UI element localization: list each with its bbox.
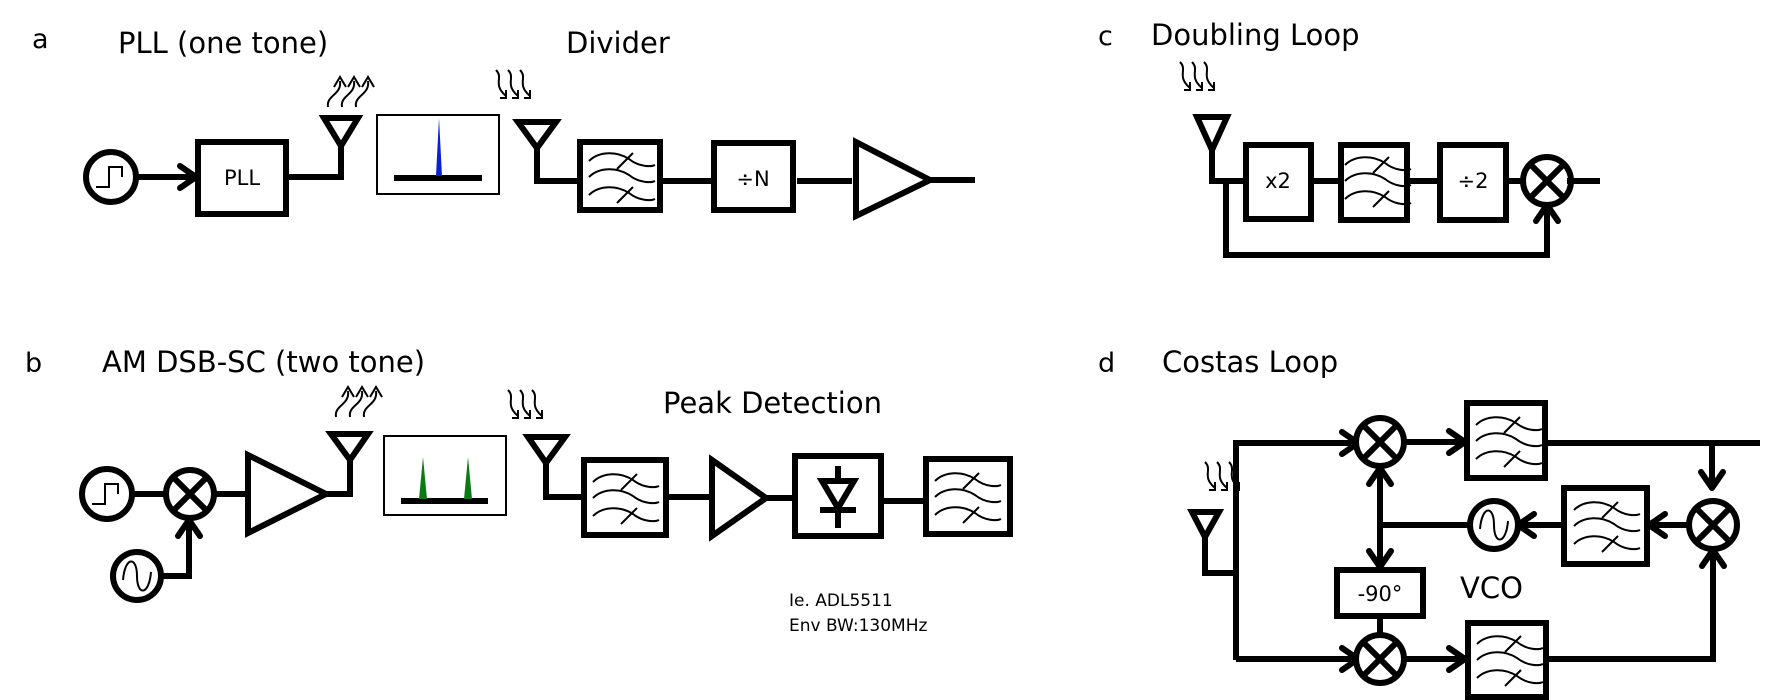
wire [1202, 537, 1236, 576]
antenna-icon [318, 115, 364, 152]
receive-waves-icon [507, 389, 543, 419]
panel-d-label: d [1098, 348, 1115, 379]
receive-waves-icon [1179, 61, 1215, 91]
panel-c-label: c [1098, 21, 1113, 52]
wire [326, 456, 353, 497]
wire [534, 148, 580, 184]
divide-by-two-block [1437, 142, 1509, 223]
wire [1236, 429, 1361, 457]
mixer-icon [166, 470, 214, 518]
wire [1515, 511, 1564, 539]
pll-block [195, 139, 289, 217]
panel-b-title: AM DSB-SC (two tone) [102, 345, 425, 379]
lowpass-filter-i-block [1464, 400, 1548, 481]
antenna-icon [1192, 114, 1232, 158]
amplifier-icon [245, 450, 333, 538]
lowpass-filter-block [923, 456, 1013, 537]
sine-wave-source-icon [113, 552, 161, 600]
wire [1366, 465, 1394, 525]
antenna-icon [512, 119, 562, 154]
spectrum-one-tone [376, 114, 500, 195]
panel-a-label: a [32, 24, 49, 55]
wire [1366, 525, 1394, 570]
note-part-number: Ie. ADL5511 [789, 591, 893, 611]
wire [161, 517, 203, 579]
mixer-error-icon [1689, 501, 1737, 549]
panel-b-label: b [25, 348, 42, 379]
square-wave-source-icon [86, 152, 136, 202]
phase-shift-label: -90° [1358, 582, 1403, 606]
spectrum-tone-peak [436, 118, 442, 176]
wire [136, 163, 199, 191]
panel-c: c Doubling Loop x2 ÷2 [1098, 18, 1600, 258]
amplifier-icon [853, 137, 937, 221]
divide-by-n-block [711, 140, 796, 213]
wire [1404, 428, 1468, 456]
wire [543, 463, 584, 500]
vco-icon [1470, 501, 1518, 549]
wire [1646, 511, 1689, 539]
receive-waves-icon [495, 69, 531, 99]
diode-icon [816, 466, 860, 528]
transmit-waves-icon [334, 386, 383, 418]
mixer-icon [1523, 157, 1571, 205]
wire [1698, 443, 1726, 491]
frequency-doubler-block [1243, 142, 1314, 222]
spectrum-tone-peak-lower [419, 457, 427, 499]
panel-c-title: Doubling Loop [1151, 18, 1360, 52]
mixer-i-icon [1356, 418, 1404, 466]
vco-label: VCO [1460, 571, 1523, 605]
loop-filter-block [1561, 485, 1650, 567]
square-wave-source-icon [82, 469, 132, 519]
note-envelope-bandwidth: Env BW:130MHz [789, 616, 927, 636]
wire [1209, 150, 1246, 184]
antenna-icon [325, 431, 374, 466]
antenna-icon [1187, 509, 1225, 544]
divide-by-two-label: ÷2 [1458, 169, 1489, 193]
bandpass-filter-block [1338, 142, 1410, 223]
mixer-q-icon [1356, 635, 1404, 683]
divider-title: Divider [566, 26, 670, 60]
feedback-wire [1223, 181, 1561, 258]
panel-a-title: PLL (one tone) [118, 26, 328, 60]
amplifier-icon [709, 454, 772, 542]
panel-d: d Costas Loop [1098, 345, 1760, 700]
lowpass-filter-q-block [1465, 620, 1549, 700]
wire [286, 142, 344, 180]
frequency-doubler-label: x2 [1265, 169, 1291, 193]
bandpass-filter-block [581, 457, 669, 538]
spectrum-tone-peak-upper [464, 457, 472, 499]
wire [1404, 645, 1468, 673]
panel-b: b AM DSB-SC (two tone) Peak Detection [25, 345, 1013, 636]
spectrum-two-tone [383, 435, 507, 516]
wire [1546, 547, 1727, 662]
wire [1236, 645, 1361, 673]
divide-by-n-label: ÷N [736, 167, 769, 191]
peak-detection-title: Peak Detection [663, 386, 882, 420]
panel-a: a PLL (one tone) Divider PLL ÷N [32, 24, 975, 221]
transmit-waves-icon [326, 76, 375, 108]
panel-d-title: Costas Loop [1162, 345, 1338, 379]
antenna-icon [522, 434, 571, 469]
pll-block-label: PLL [224, 166, 260, 190]
